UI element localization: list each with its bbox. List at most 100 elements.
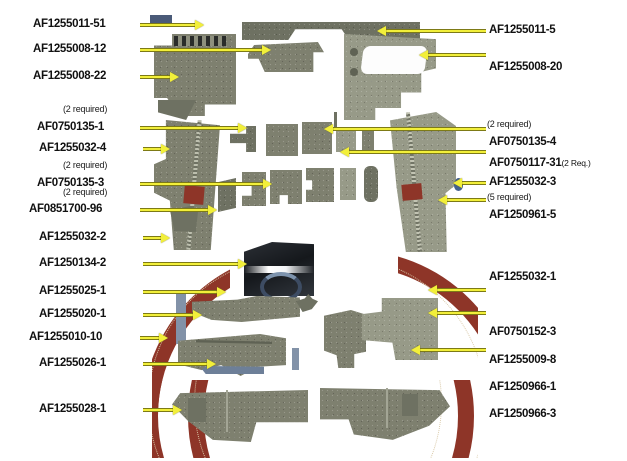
callout-leader-line xyxy=(143,408,173,412)
callout-arrowhead xyxy=(263,179,272,189)
callout-label-af1255011-5: AF1255011-5 xyxy=(489,24,556,36)
callout-leader-line xyxy=(143,362,207,366)
callout-leader-line xyxy=(140,75,170,79)
part-panel-rib xyxy=(196,340,272,344)
callout-arrowhead xyxy=(173,405,182,415)
callout-label-af1250961-5: AF1250961-5 xyxy=(489,209,557,221)
part-af1255020-1 xyxy=(176,292,186,344)
part-center-tab xyxy=(334,112,337,130)
callout-arrowhead xyxy=(324,124,333,134)
callout-label-af1250966-3: AF1250966-3 xyxy=(489,408,557,420)
part-af1255008-12 xyxy=(248,42,324,72)
callout-label-af0750135-4: AF0750135-4 xyxy=(489,136,557,148)
part-skin-notch-left xyxy=(188,398,206,422)
callout-leader-line xyxy=(428,53,486,57)
callout-arrowhead xyxy=(217,287,226,297)
callout-arrowhead xyxy=(428,285,437,295)
callout-arrowhead xyxy=(170,72,179,82)
callout-arrowhead xyxy=(377,26,386,36)
callout-arrowhead xyxy=(208,205,217,215)
callout-leader-line xyxy=(349,150,486,154)
callout-leader-line xyxy=(386,29,486,33)
part-inset-highlight xyxy=(244,266,314,273)
callout-label-af1255008-12: AF1255008-12 xyxy=(33,43,107,55)
callout-leader-line xyxy=(143,313,193,317)
callout-label-af0750152-3: AF0750152-3 xyxy=(489,326,557,338)
callout-label-af1255008-22: AF1255008-22 xyxy=(33,70,107,82)
callout-arrowhead xyxy=(453,178,462,188)
callout-leader-line xyxy=(140,182,263,186)
callout-arrowhead xyxy=(207,359,216,369)
part-af1255011-51 xyxy=(150,15,172,24)
callout-leader-line xyxy=(140,208,208,212)
part-center-block xyxy=(340,168,356,200)
part-right-rail-rust-band xyxy=(401,183,423,201)
callout-leader-line xyxy=(437,311,486,315)
callout-qty-note: (2 required) xyxy=(63,160,108,170)
part-skin-seam-right xyxy=(386,388,388,428)
callout-arrowhead xyxy=(161,233,170,243)
callout-leader-line xyxy=(462,181,486,185)
part-boss-b xyxy=(350,68,358,76)
callout-arrowhead xyxy=(238,259,247,269)
callout-qty-note: (2 required) xyxy=(487,119,532,129)
part-af0750135-4 xyxy=(362,128,374,152)
part-center-plate-5 xyxy=(306,168,334,202)
callout-label-af1255011-51: AF1255011-51 xyxy=(33,18,106,30)
callout-arrowhead xyxy=(411,345,420,355)
rust-arc-left-rivets xyxy=(152,240,230,410)
part-right-rail xyxy=(390,112,456,252)
part-af0851700-96-b xyxy=(218,178,236,212)
callout-label-af1255032-1: AF1255032-1 xyxy=(489,271,557,283)
callout-label-af1255008-20: AF1255008-20 xyxy=(489,61,563,73)
callout-leader-line xyxy=(140,336,159,340)
callout-leader-line xyxy=(143,147,161,151)
callout-leader-line xyxy=(143,262,238,266)
callout-label-af1250134-2: AF1250134-2 xyxy=(39,257,107,269)
callout-arrowhead xyxy=(428,308,437,318)
callout-qty-note: (2 required) xyxy=(63,104,108,114)
part-af0750135-3 xyxy=(242,172,266,206)
callout-arrowhead xyxy=(193,310,202,320)
part-af1255026-1 xyxy=(202,366,264,374)
callout-label-af1255032-3: AF1255032-3 xyxy=(489,176,557,188)
callout-leader-line xyxy=(143,236,161,240)
callout-qty-note: (2 required) xyxy=(63,187,108,197)
part-center-plate-3 xyxy=(336,130,356,152)
callout-leader-line xyxy=(447,198,486,202)
part-af0750152-3 xyxy=(324,310,366,368)
part-af1255009-8 xyxy=(292,348,299,370)
callout-arrowhead xyxy=(340,147,349,157)
callout-leader-line xyxy=(140,48,262,52)
callout-label-af0750117-31: AF0750117-31(2 Req.) xyxy=(489,157,591,169)
callout-label-af0750135-3: AF0750135-3 xyxy=(37,177,105,189)
callout-arrowhead xyxy=(438,195,447,205)
callout-arrowhead xyxy=(195,20,204,30)
callout-arrowhead xyxy=(262,45,271,55)
callout-leader-line xyxy=(420,348,486,352)
callout-leader-line xyxy=(333,127,486,131)
callout-label-af0750135-1: AF0750135-1 xyxy=(37,121,105,133)
callout-label-af1250966-1: AF1250966-1 xyxy=(489,381,557,393)
callout-label-af1255032-4: AF1255032-4 xyxy=(39,142,107,154)
part-boss-a xyxy=(350,48,358,56)
part-vent-slots xyxy=(174,36,226,46)
part-skin-seam-left xyxy=(226,390,228,432)
callout-label-af1255026-1: AF1255026-1 xyxy=(39,357,107,369)
callout-qty-inline: (2 Req.) xyxy=(561,158,591,168)
callout-label-af0851700-96: AF0851700-96 xyxy=(29,203,103,215)
callout-leader-line xyxy=(140,126,238,130)
callout-arrowhead xyxy=(159,333,168,343)
part-af1255008-22-flange xyxy=(158,100,196,120)
callout-leader-line xyxy=(143,290,217,294)
part-rail-rust-band xyxy=(183,185,205,205)
part-af1255008-20-window xyxy=(360,46,428,74)
callout-qty-note: (5 required) xyxy=(487,192,532,202)
part-skin-notch-right xyxy=(402,394,418,416)
callout-arrowhead xyxy=(419,50,428,60)
callout-arrowhead xyxy=(161,144,170,154)
rust-arc-right xyxy=(398,240,478,410)
part-center-plate-1 xyxy=(266,124,298,156)
callout-arrowhead xyxy=(238,123,247,133)
part-center-plate-4 xyxy=(270,170,302,204)
